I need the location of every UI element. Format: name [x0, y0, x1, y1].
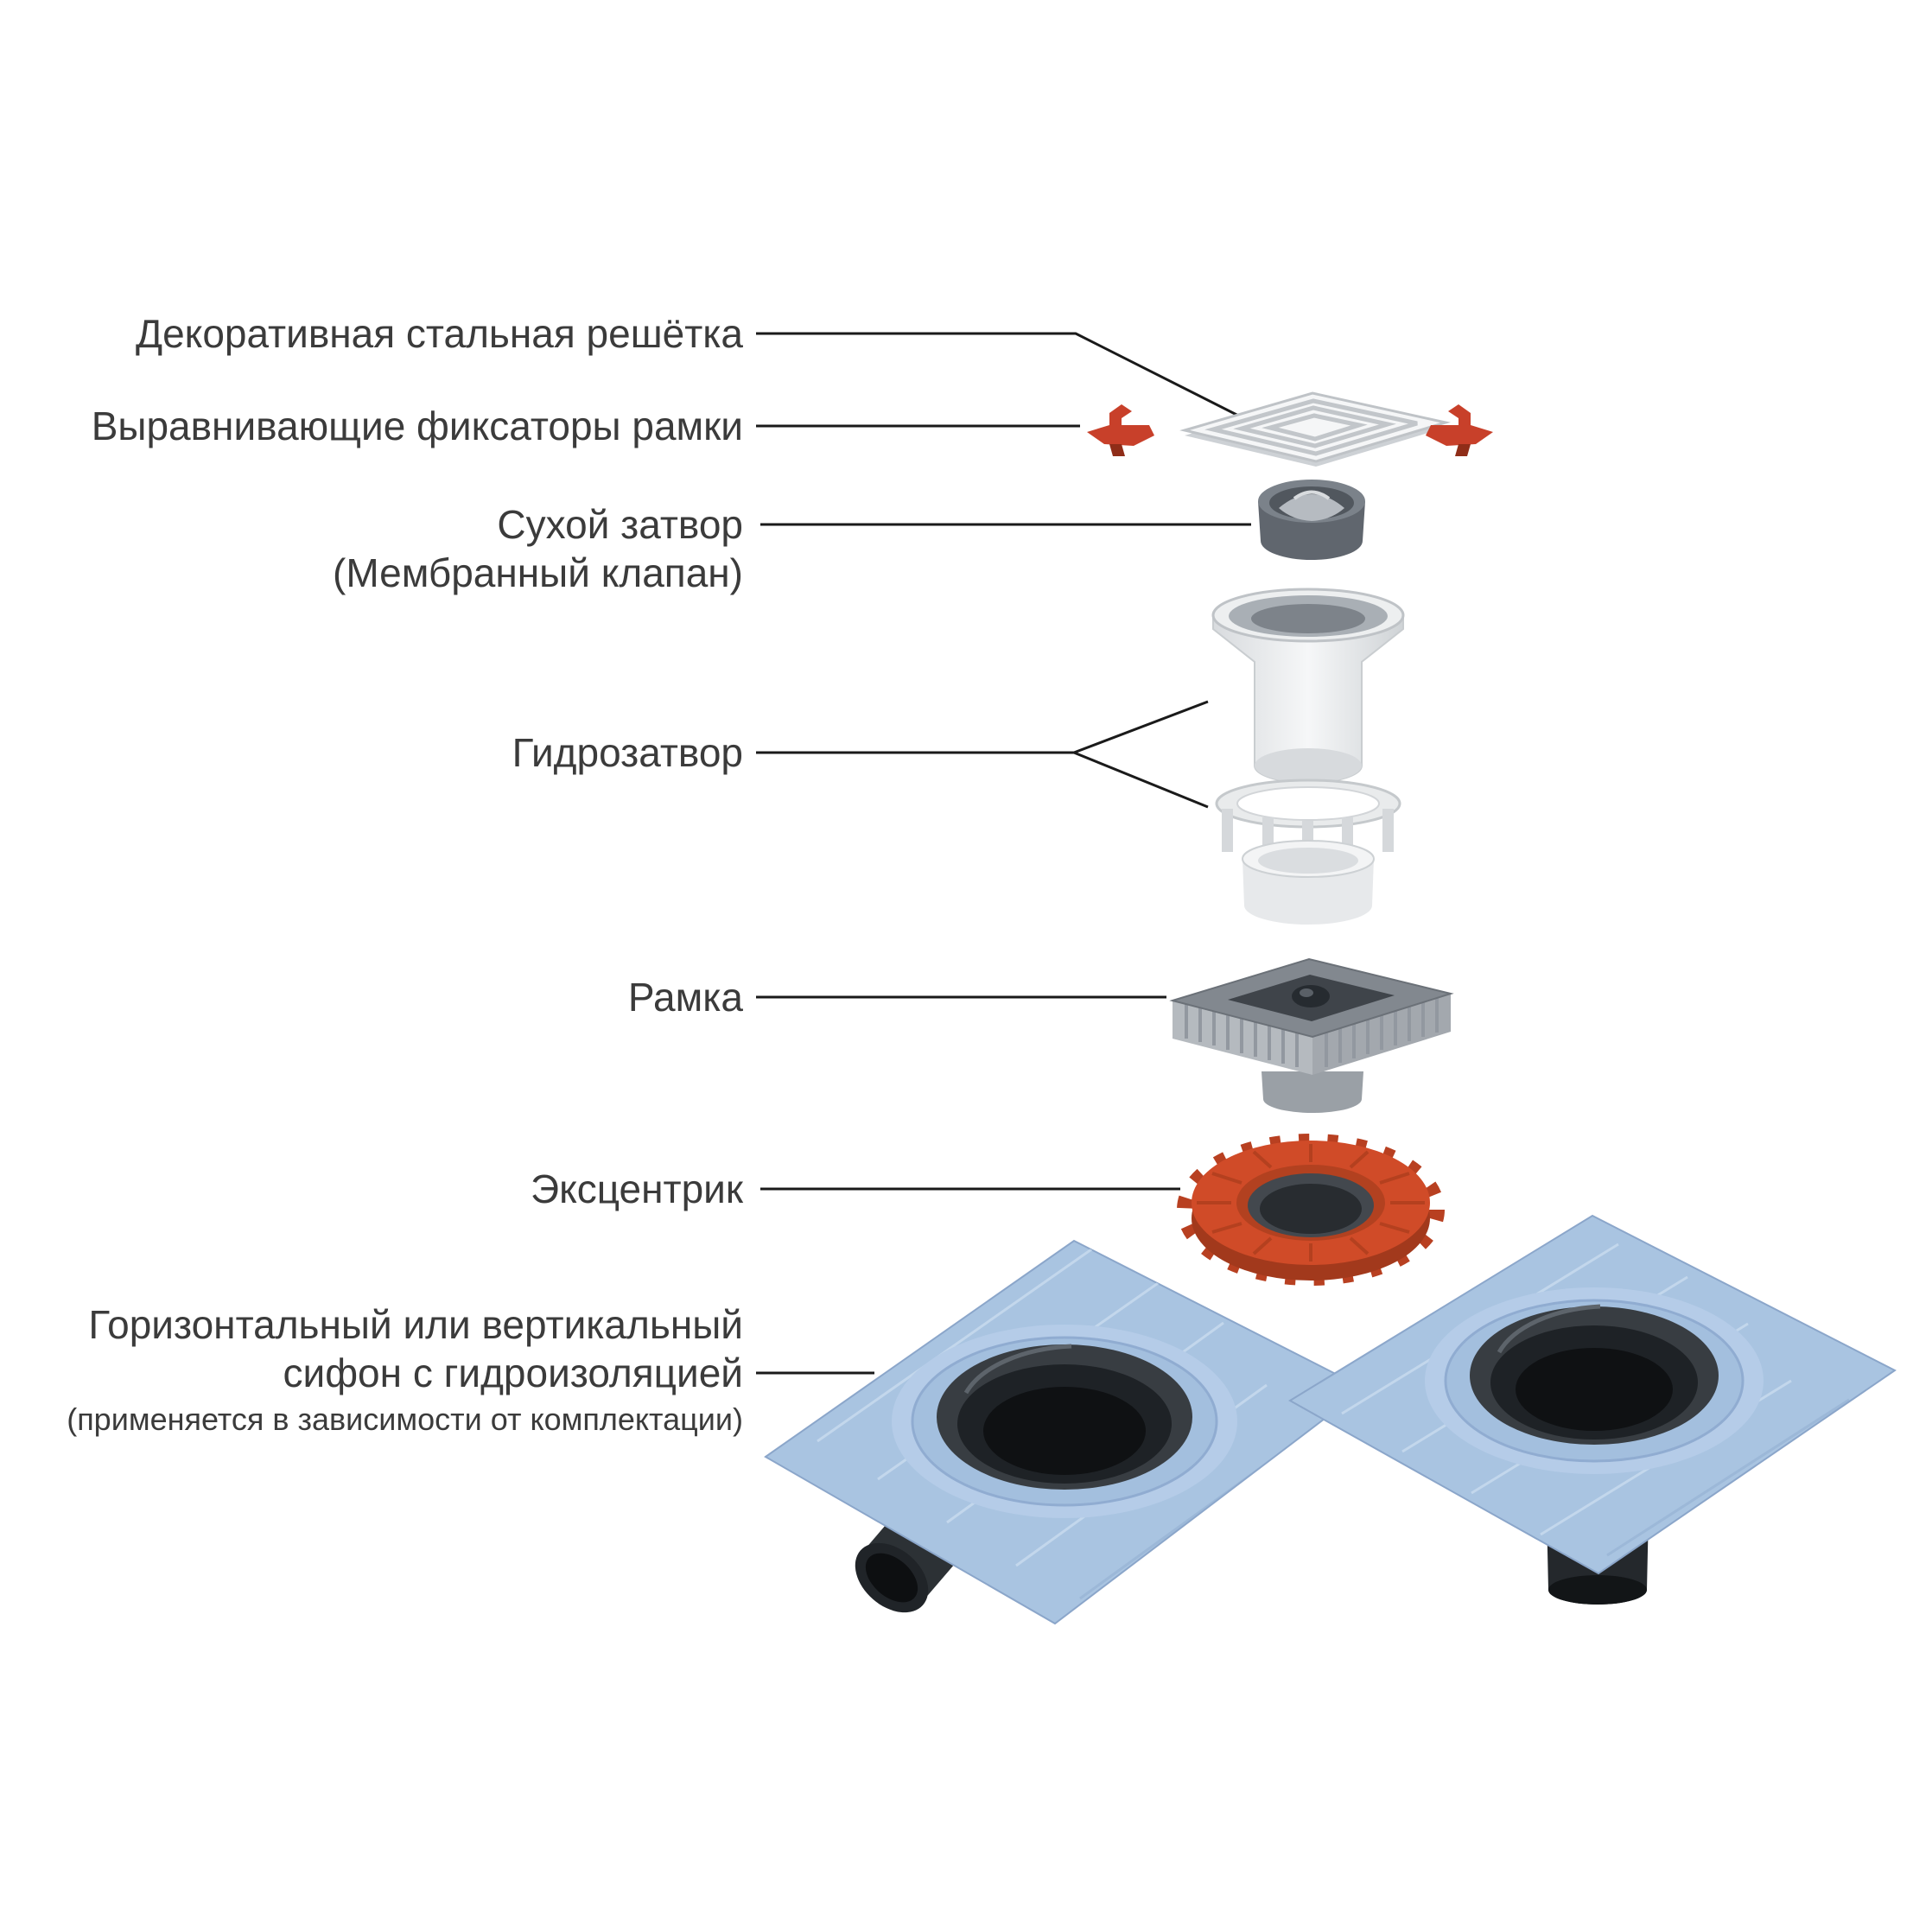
- label-siphon-text-1: Горизонтальный или вертикальный: [88, 1302, 743, 1347]
- fixator-right-icon: [1426, 404, 1493, 456]
- label-water-seal-text: Гидрозатвор: [512, 730, 743, 775]
- water-seal-upper-illustration: [1211, 588, 1405, 784]
- label-dry-seal: Сухой затвор (Мембранный клапан): [0, 500, 743, 597]
- label-water-seal: Гидрозатвор: [0, 728, 743, 777]
- membrane-vertical-illustration: [1288, 1214, 1897, 1605]
- water-seal-lower-illustration: [1215, 779, 1401, 925]
- label-siphon-text-2: сифон с гидроизоляцией: [283, 1350, 743, 1395]
- eccentric-illustration: [1177, 1134, 1445, 1286]
- dry-seal-illustration: [1258, 480, 1365, 560]
- membrane-horizontal-illustration: [764, 1239, 1366, 1625]
- leader-grate: [756, 332, 1258, 427]
- grate-illustration: [1179, 391, 1451, 467]
- label-frame-text: Рамка: [627, 975, 743, 1020]
- frame-illustration: [1169, 957, 1454, 1113]
- label-dry-seal-text: Сухой затвор: [497, 502, 743, 547]
- fixator-left-icon: [1087, 404, 1154, 456]
- label-fixators: Выравнивающие фиксаторы рамки: [0, 402, 743, 450]
- leader-lines: [756, 332, 1258, 1375]
- label-grate: Декоративная стальная решётка: [0, 309, 743, 358]
- label-grate-text: Декоративная стальная решётка: [135, 311, 743, 356]
- label-eccentric: Эксцентрик: [0, 1165, 743, 1213]
- label-frame: Рамка: [0, 973, 743, 1021]
- label-fixators-text: Выравнивающие фиксаторы рамки: [91, 404, 743, 448]
- label-siphon: Горизонтальный или вертикальный сифон с …: [0, 1300, 743, 1442]
- label-siphon-note: (применяется в зависимости от комплектац…: [67, 1401, 743, 1437]
- leader-water-seal: [756, 700, 1209, 809]
- label-eccentric-text: Эксцентрик: [531, 1166, 743, 1211]
- label-dry-seal-subtext: (Мембранный клапан): [333, 550, 743, 595]
